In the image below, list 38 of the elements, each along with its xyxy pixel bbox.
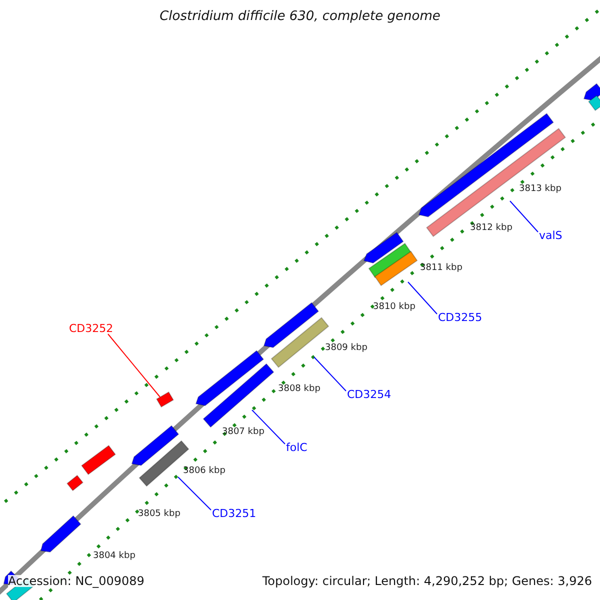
tick-label: 3807 kbp bbox=[222, 428, 264, 437]
gene-label: CD3254 bbox=[347, 389, 392, 400]
gene-bar bbox=[131, 425, 180, 466]
tick-label: 3811 kbp bbox=[420, 264, 462, 273]
tick-label: 3808 kbp bbox=[278, 385, 320, 394]
gene-bar bbox=[426, 128, 566, 238]
tick-label: 3809 kbp bbox=[325, 344, 368, 353]
gene-bar bbox=[40, 515, 82, 553]
tick-label: 3806 kbp bbox=[183, 467, 226, 476]
gene-label: valS bbox=[539, 230, 562, 241]
gene-bar bbox=[202, 363, 274, 428]
leader-line bbox=[252, 410, 286, 444]
leader-line bbox=[408, 282, 438, 314]
leader-line bbox=[510, 200, 538, 232]
gene-bar bbox=[583, 83, 600, 102]
gene-bar bbox=[263, 302, 320, 348]
tick-label: 3812 kbp bbox=[470, 224, 512, 233]
genome-info: Topology: circular; Length: 4,290,252 bp; Genes: 3,926 bbox=[262, 575, 592, 587]
gene-label: CD3255 bbox=[438, 312, 482, 323]
gene-bar bbox=[588, 94, 600, 112]
tick-label: 3804 kbp bbox=[93, 552, 136, 561]
accession-note: Accession: NC_009089 bbox=[8, 575, 144, 587]
gene-label: CD3252 bbox=[69, 323, 114, 334]
tick-label: 3810 kbp bbox=[373, 303, 416, 312]
gene-bar bbox=[81, 444, 116, 476]
gene-bar bbox=[195, 350, 264, 406]
leader-line bbox=[178, 476, 212, 510]
title: Clostridium difficile 630, complete genome bbox=[158, 10, 442, 23]
gene-label: folC bbox=[286, 442, 308, 453]
leader-line bbox=[314, 356, 346, 392]
gene-bar bbox=[156, 391, 174, 408]
gene-bar bbox=[66, 474, 84, 492]
leader-line bbox=[108, 334, 160, 398]
tick-label: 3813 kbp bbox=[519, 185, 562, 194]
gene-bar bbox=[363, 232, 404, 264]
tick-label: 3805 kbp bbox=[138, 510, 180, 519]
gene-label: CD3251 bbox=[212, 508, 256, 519]
gene-bar bbox=[374, 250, 418, 286]
